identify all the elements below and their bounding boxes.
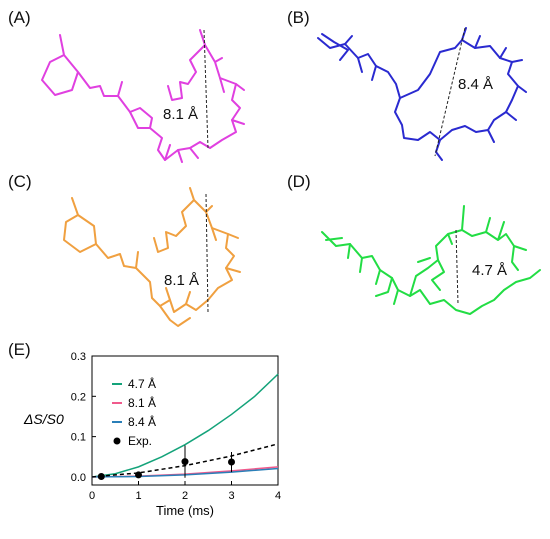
panel-label-c: (C) — [8, 172, 32, 191]
x-tick-label: 3 — [228, 490, 234, 502]
exp-point — [135, 471, 142, 479]
x-axis-label: Time (ms) — [156, 503, 214, 518]
distance-label-a: 8.1 Å — [163, 106, 199, 123]
series-line — [91, 373, 279, 478]
panel-label-a: (A) — [8, 8, 31, 27]
panel-label-b: (B) — [287, 8, 310, 27]
y-axis-label: ΔS/S0 — [23, 411, 64, 427]
distance-label-c: 8.1 Å — [164, 272, 200, 289]
x-tick-label: 1 — [135, 490, 141, 502]
exp-point — [228, 458, 235, 466]
distance-label-d: 4.7 Å — [472, 262, 508, 279]
x-tick-label: 2 — [182, 490, 188, 502]
exp-point — [181, 458, 189, 466]
legend-label: 8.1 Å — [128, 395, 156, 410]
y-tick-label: 0.3 — [71, 351, 86, 363]
panel-label-e: (E) — [8, 340, 31, 359]
legend-label: 4.7 Å — [128, 376, 156, 391]
y-tick-label: 0.1 — [71, 432, 86, 444]
y-tick-label: 0.0 — [71, 472, 86, 484]
legend-marker — [113, 437, 121, 445]
distance-label-b: 8.4 Å — [458, 76, 494, 93]
y-tick-label: 0.2 — [71, 391, 86, 403]
panel-label-d: (D) — [287, 172, 311, 191]
legend-label: Exp. — [128, 434, 152, 448]
legend-label: 8.4 Å — [128, 414, 156, 429]
exp-point — [97, 473, 105, 481]
x-tick-label: 4 — [275, 490, 281, 502]
x-tick-label: 0 — [89, 490, 95, 502]
